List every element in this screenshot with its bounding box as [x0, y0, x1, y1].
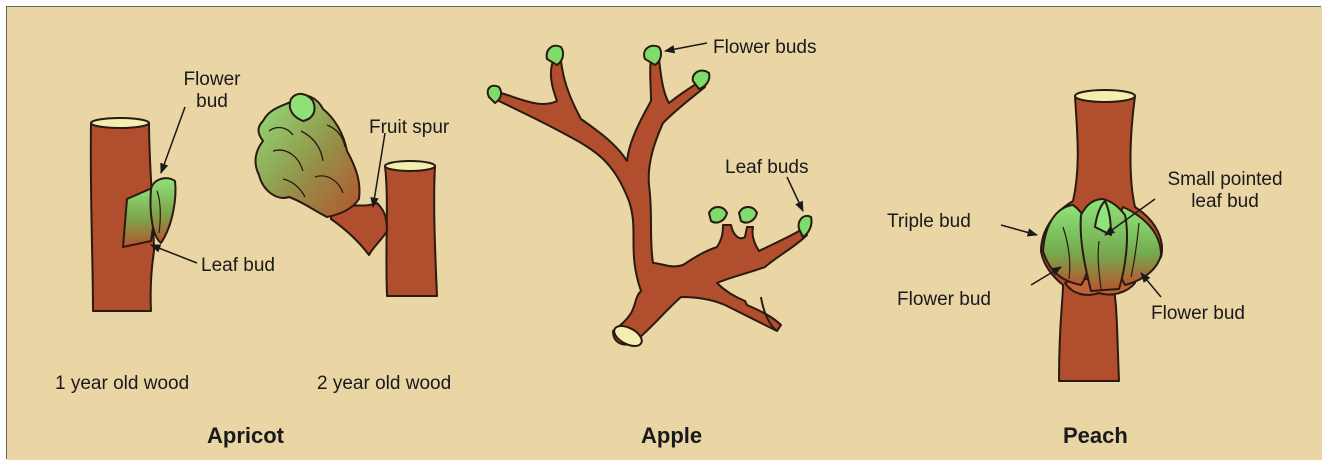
small-pointed-label-line1: Small pointed	[1153, 169, 1297, 191]
peach-flower-bud-left-label: Flower bud	[897, 289, 991, 311]
apricot-flower-bud-label-line1: Flower	[177, 69, 247, 91]
peach-flower-bud-right-label: Flower bud	[1151, 303, 1245, 325]
apple-flower-buds-label: Flower buds	[713, 37, 817, 59]
two-year-wood-label: 2 year old wood	[317, 373, 451, 395]
apricot-leaf-bud-label: Leaf bud	[201, 255, 275, 277]
apricot-flower-bud-label-line2: bud	[177, 91, 247, 113]
small-pointed-leaf-bud-label: Small pointed leaf bud	[1153, 169, 1297, 213]
small-pointed-label-line2: leaf bud	[1153, 191, 1297, 213]
apricot-title: Apricot	[207, 423, 284, 449]
peach-title: Peach	[1063, 423, 1128, 449]
diagram-panel: Flower bud Leaf bud Fruit spur 1 year ol…	[6, 6, 1321, 459]
triple-bud-label: Triple bud	[887, 211, 971, 233]
fruit-spur-label: Fruit spur	[369, 117, 449, 139]
apple-leaf-buds-label: Leaf buds	[725, 157, 808, 179]
one-year-wood-label: 1 year old wood	[55, 373, 189, 395]
apple-title: Apple	[641, 423, 702, 449]
apricot-flower-bud-label: Flower bud	[177, 69, 247, 113]
